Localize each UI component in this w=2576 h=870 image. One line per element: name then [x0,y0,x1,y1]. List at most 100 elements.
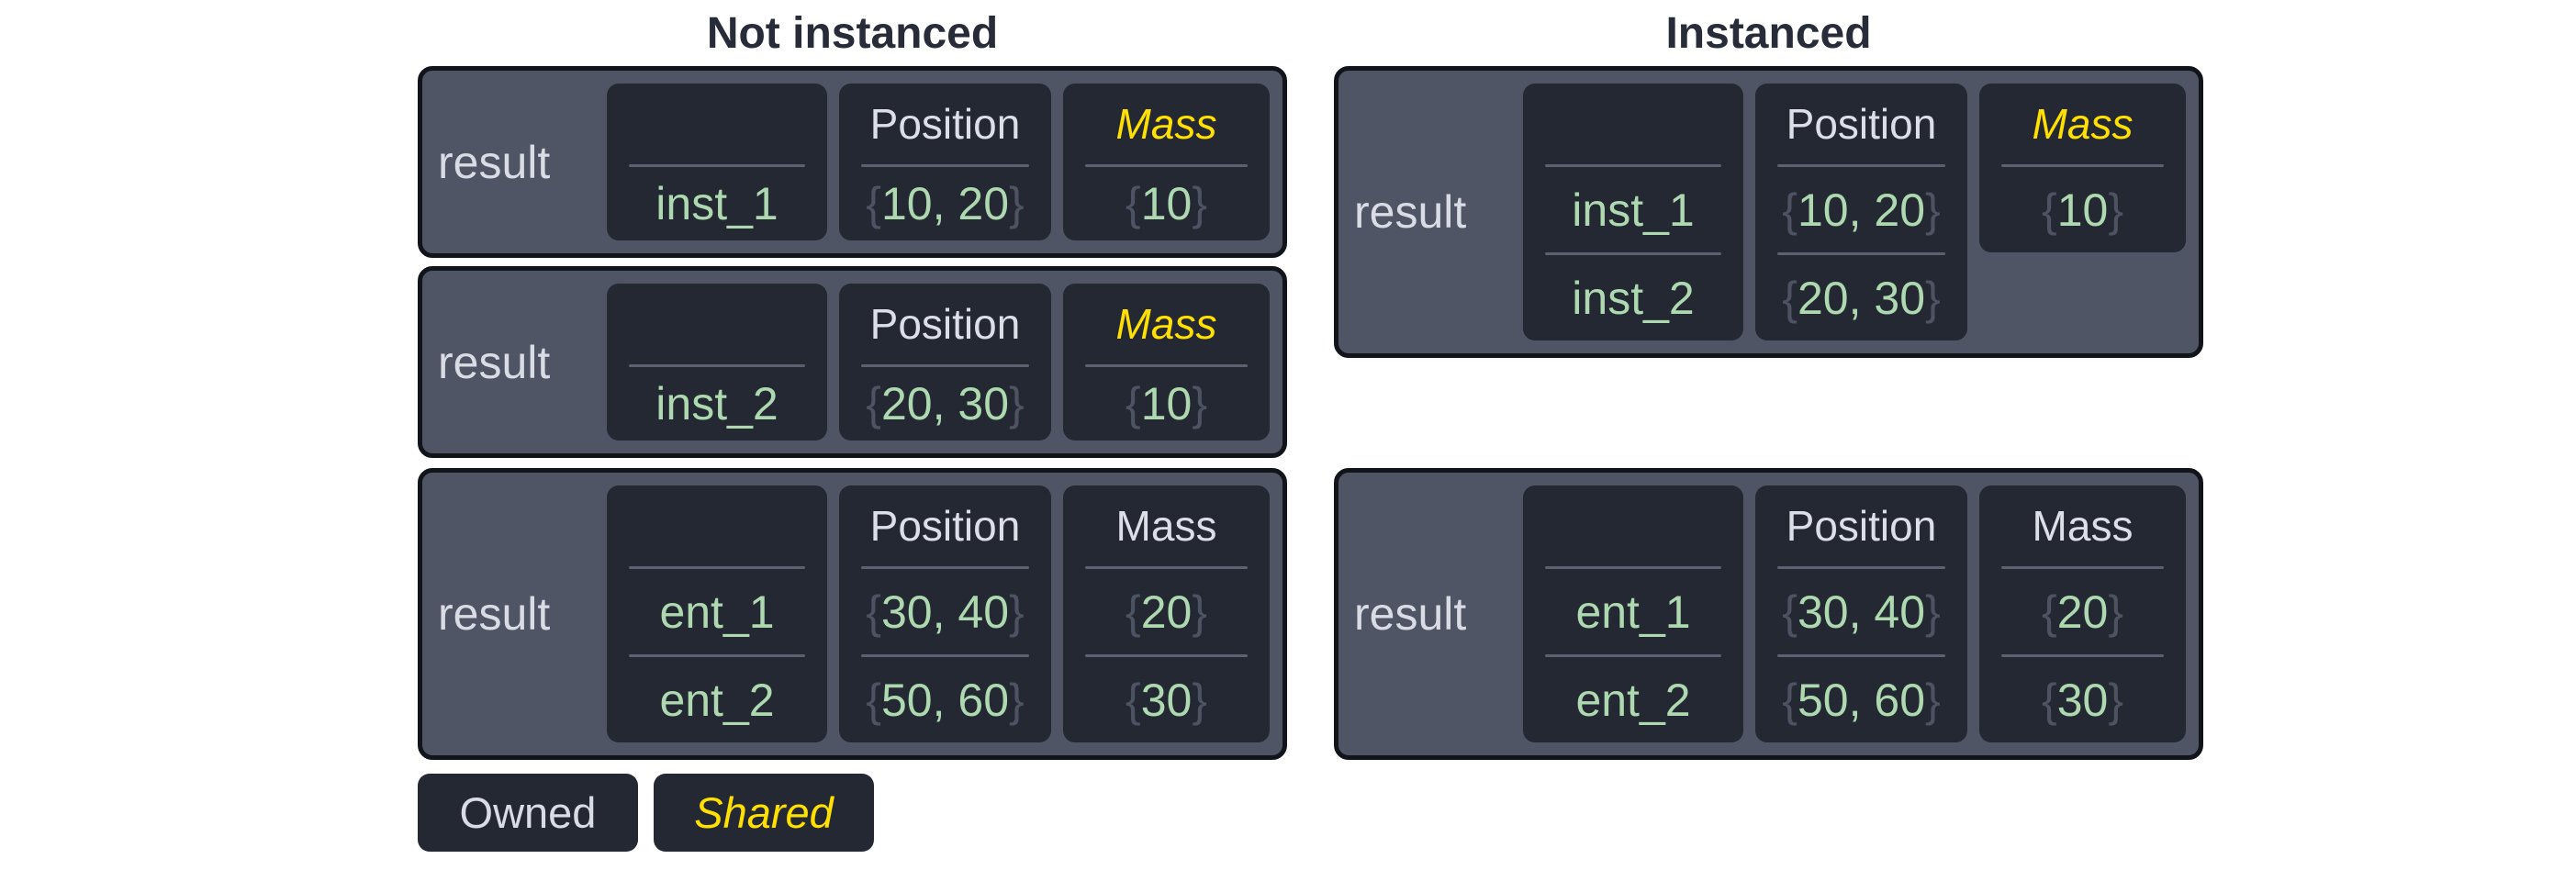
archetype-table-inst-2: result inst_2 Position {20, 30} Mass {10… [418,266,1287,458]
mass-header: Mass [2032,502,2134,550]
entity-id-column: ent_1 ent_2 [1523,485,1743,742]
position-value: {30, 40} [1755,569,1967,654]
legend-shared: Shared [654,774,874,852]
open-brace: { [1125,378,1141,429]
open-brace: { [1782,586,1798,638]
entity-column-header [1523,485,1743,566]
entity-id: ent_1 [659,586,775,638]
position-value: {10, 20} [1755,167,1967,252]
value-text: 10, 20 [880,178,1009,229]
open-brace: { [866,178,881,229]
divider [629,364,805,367]
archetype-table-inst-1: result inst_1 Position {10, 20} Mass {10… [418,66,1287,258]
table-label: result [438,588,551,640]
value-text: 30 [1140,674,1193,726]
divider [1085,364,1248,367]
divider [629,164,805,167]
divider [2001,566,2164,569]
divider [1777,164,1945,167]
close-brace: } [2108,586,2124,638]
archetype-table-instanced: result inst_1 inst_2 Position {10, 20} {… [1334,66,2203,358]
entity-id: inst_2 [1572,272,1695,324]
divider [1777,654,1945,657]
divider [861,566,1029,569]
entity-id: ent_1 [1575,586,1691,638]
mass-value: {30} [1063,657,1270,742]
position-header: Position [869,502,1021,550]
entity-id: inst_1 [1572,184,1695,236]
value-text: 30 [2056,674,2109,726]
divider [1545,252,1721,255]
column-title-instanced: Instanced [1665,9,1872,58]
close-brace: } [1192,586,1208,638]
value-text: 10 [1140,178,1193,229]
mass-value: {10} [1063,367,1270,441]
close-brace: } [1925,674,1941,726]
value-text: 20 [1140,586,1193,638]
entity-column-header [607,284,827,364]
position-header: Position [1786,502,1937,550]
entity-id: ent_2 [1575,674,1691,726]
mass-value: {20} [1979,569,2186,654]
open-brace: { [2041,586,2057,638]
divider [1085,566,1248,569]
entity-id-column: ent_1 ent_2 [607,485,827,742]
mass-header-shared: Mass [2032,100,2134,148]
instanced-column: Instanced result inst_1 inst_2 Position … [1334,9,2203,760]
table-label: result [438,336,551,388]
divider [1085,654,1248,657]
position-value: {20, 30} [839,367,1051,441]
divider [1545,654,1721,657]
mass-header: Mass [1115,502,1217,550]
close-brace: } [1192,178,1208,229]
position-value: {20, 30} [1755,255,1967,340]
legend-owned: Owned [418,774,638,852]
divider [629,654,805,657]
position-value: {30, 40} [839,569,1051,654]
close-brace: } [1009,586,1025,638]
mass-column: Mass {10} [1063,284,1270,441]
archetype-table-entities: result ent_1 ent_2 Position {30, 40} {50… [418,468,1287,760]
table-label: result [438,136,551,188]
close-brace: } [2108,184,2124,236]
mass-value: {30} [1979,657,2186,742]
position-column: Position {10, 20} {20, 30} [1755,84,1967,340]
mass-column-shared: Mass {10} [1979,84,2186,252]
entity-id: inst_2 [655,378,778,429]
mass-header-shared: Mass [1115,100,1217,148]
value-text: 10, 20 [1797,184,1925,236]
entity-id: ent_2 [659,674,775,726]
value-text: 50, 60 [880,674,1009,726]
mass-column: Mass {10} [1063,84,1270,240]
archetype-table-entities: result ent_1 ent_2 Position {30, 40} {50… [1334,468,2203,760]
open-brace: { [866,378,881,429]
column-title-not-instanced: Not instanced [706,9,999,58]
mass-column: Mass {20} {30} [1063,485,1270,742]
open-brace: { [1782,272,1798,324]
divider [1545,566,1721,569]
value-text: 10 [2056,184,2109,236]
close-brace: } [1925,586,1941,638]
value-text: 10 [1140,378,1193,429]
value-text: 20, 30 [1797,272,1925,324]
table-label: result [1354,588,1467,640]
mass-value: {10} [1063,167,1270,240]
close-brace: } [1925,272,1941,324]
open-brace: { [1782,184,1798,236]
entity-id-column: inst_1 [607,84,827,240]
divider [861,364,1029,367]
close-brace: } [2108,674,2124,726]
divider [629,566,805,569]
position-column: Position {30, 40} {50, 60} [839,485,1051,742]
close-brace: } [1009,674,1025,726]
position-value: {50, 60} [1755,657,1967,742]
divider [1085,164,1248,167]
value-text: 50, 60 [1797,674,1925,726]
close-brace: } [1009,378,1025,429]
position-header: Position [869,300,1021,348]
open-brace: { [866,586,881,638]
value-text: 20 [2056,586,2109,638]
value-text: 30, 40 [1797,586,1925,638]
divider [2001,164,2164,167]
mass-value: {20} [1063,569,1270,654]
